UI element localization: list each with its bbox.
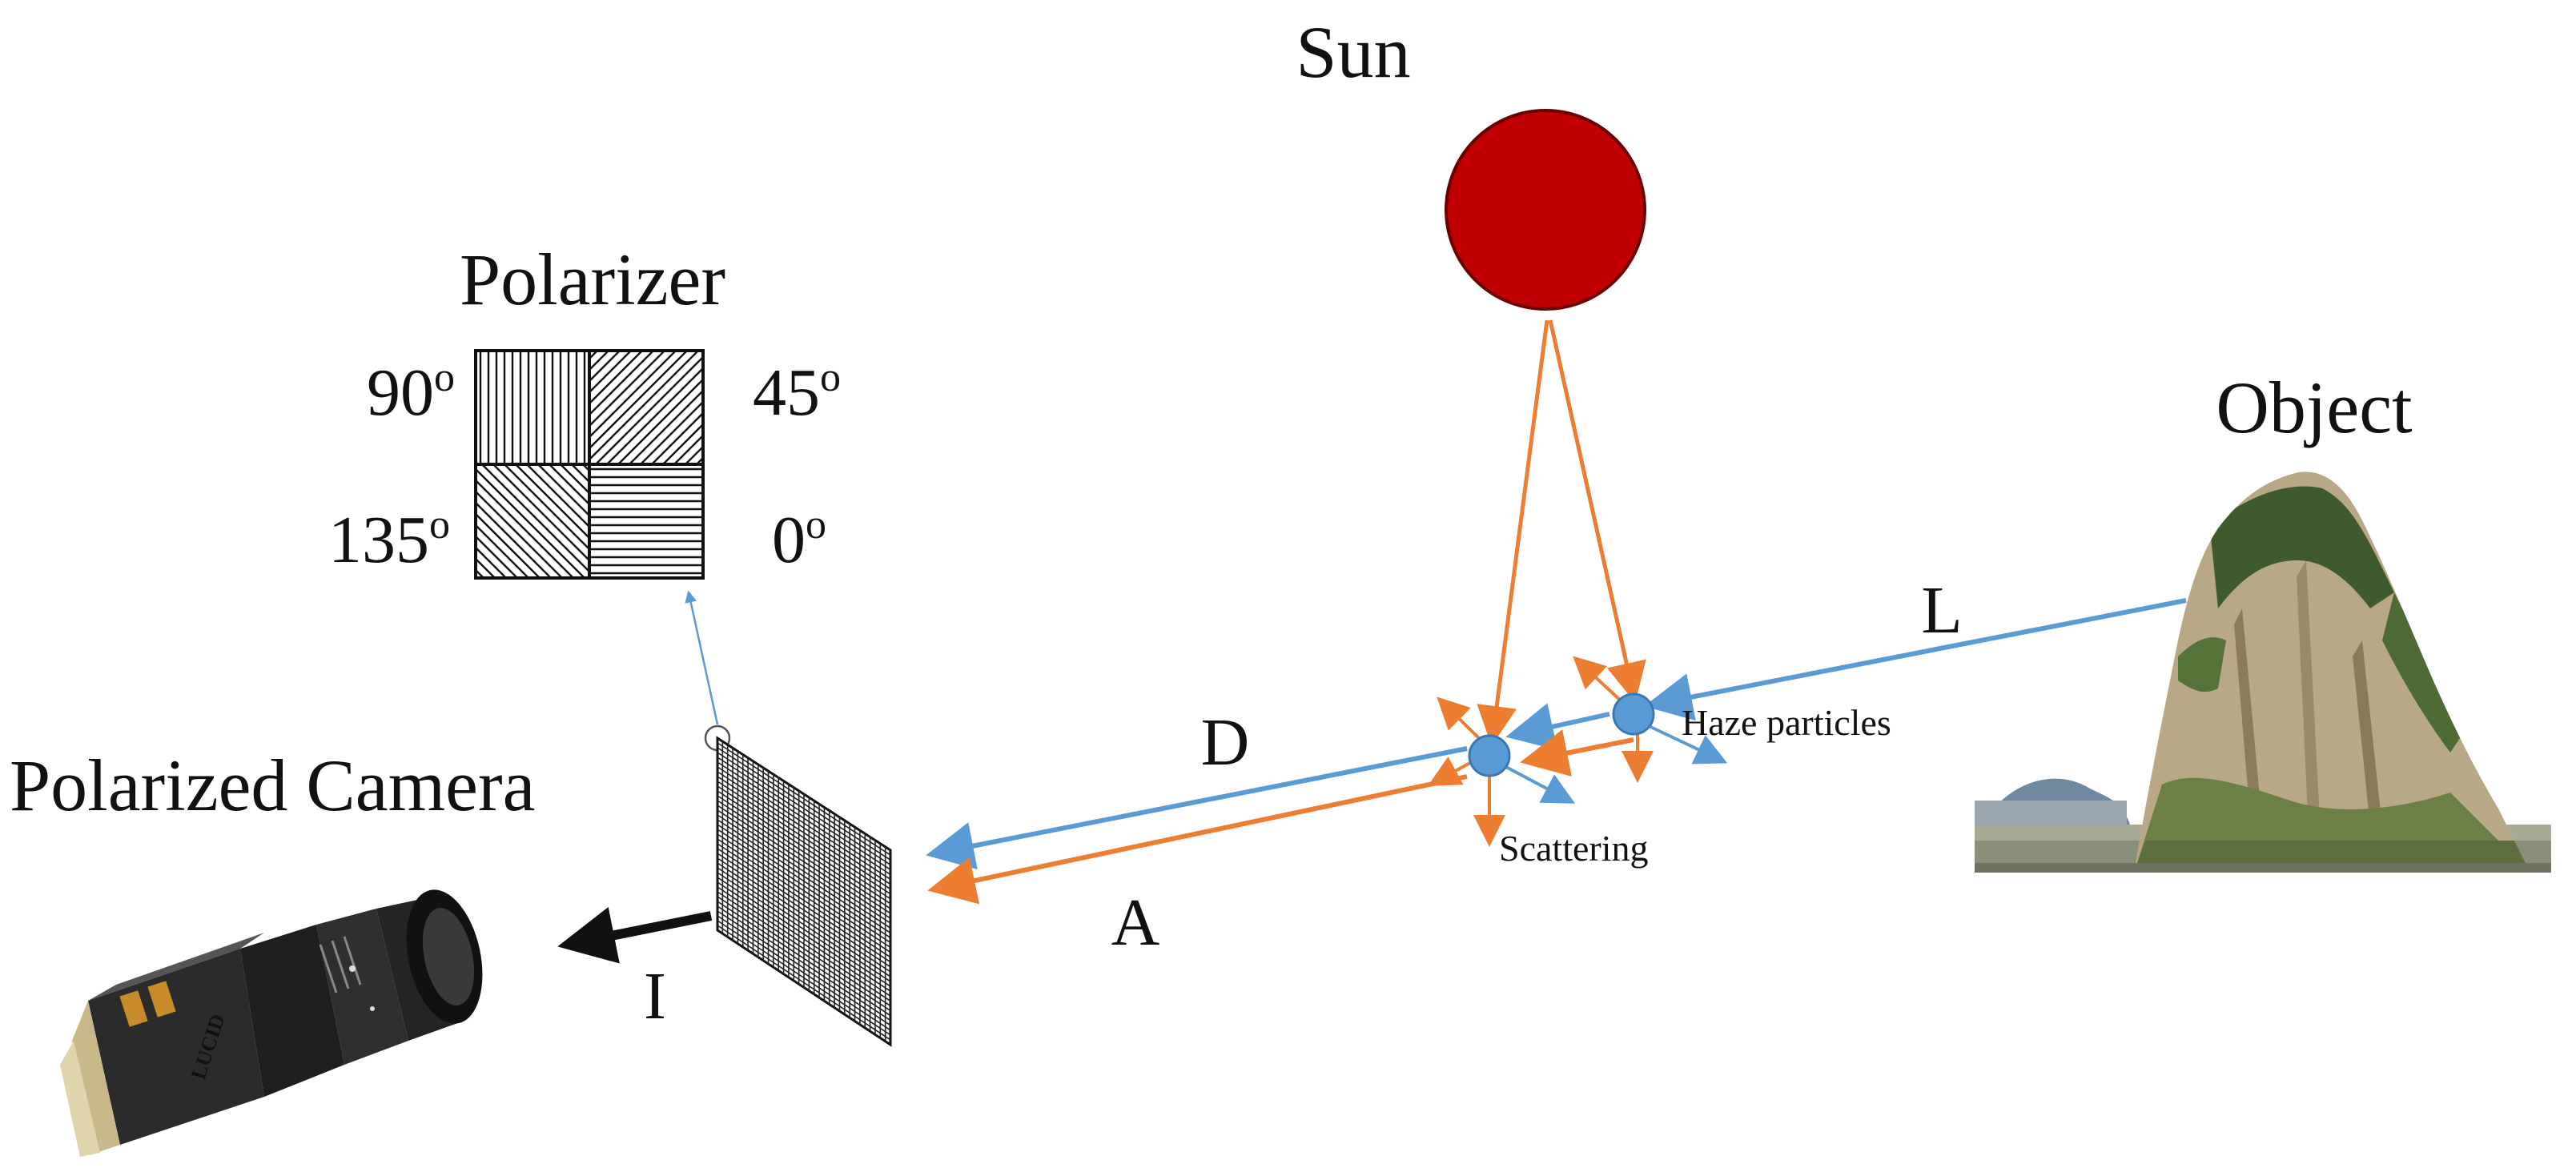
rock-island-photo (1975, 472, 2551, 873)
polarized-camera-photo: LUCID (60, 889, 483, 1157)
A-label: A (1111, 885, 1160, 960)
polarizer-mesh (716, 736, 892, 1047)
sun-ray-to-near-particle (1477, 319, 1549, 746)
direct-transmission-D-arrow (926, 746, 1468, 870)
object-label: Object (2216, 367, 2413, 448)
D-label: D (1201, 705, 1250, 780)
sun-label: Sun (1296, 11, 1410, 93)
direct-light-segment (1505, 703, 1610, 750)
airlight-A-arrow (927, 774, 1468, 905)
polarizer-label: Polarizer (460, 239, 725, 320)
far-haze-particle (1573, 656, 1728, 783)
angle-90-label: 90o (367, 355, 455, 430)
angle-0-label: 0o (772, 502, 826, 577)
near-haze-particle (1427, 696, 1576, 847)
angle-45-label: 45o (753, 355, 841, 430)
sun-ray-to-far-particle (1548, 319, 1646, 703)
intensity-I-arrow (557, 906, 713, 964)
angle-135-label: 135o (328, 502, 450, 577)
L-label: L (1921, 573, 1962, 648)
polarizer-grid-icon (474, 349, 705, 580)
polarizer-pointer (685, 590, 719, 725)
camera-label: Polarized Camera (10, 745, 536, 826)
direct-light-L-arrow (1644, 598, 2187, 721)
haze-particles-label: Haze particles (1682, 702, 1891, 743)
airlight-segment (1520, 729, 1634, 777)
I-label: I (644, 959, 666, 1034)
scattering-label: Scattering (1499, 828, 1649, 869)
sun-icon (1445, 109, 1646, 311)
